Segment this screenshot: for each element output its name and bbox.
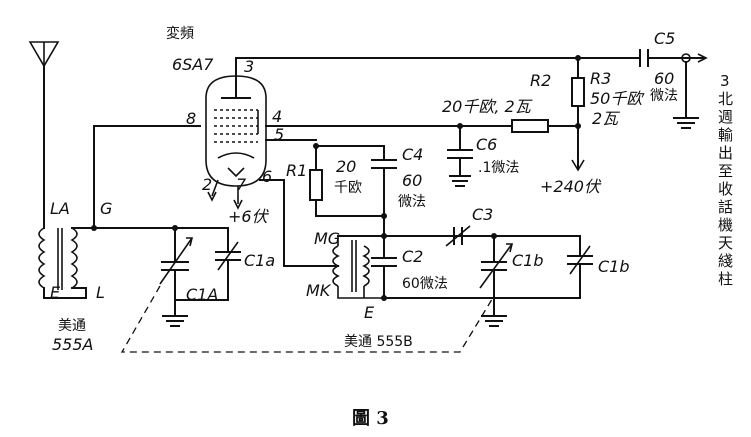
coil-g-label: G [100,199,112,218]
r3-power: 2瓦 [592,109,620,128]
ground-output-icon [673,117,699,129]
c2-name: C2 [402,247,423,266]
output-note-char: 綫 [718,252,733,270]
coil-555a-maker: 美通 [58,318,86,334]
c1A-label: C1A [186,285,218,304]
c4-name: C4 [402,145,423,164]
figure-caption: 圖 3 [352,408,389,429]
coil-l-label: L [96,283,105,302]
capacitor-c5 [639,49,708,119]
output-note: 3 北 週 輸 出 至 收 話 機 天 綫 柱 [718,72,733,288]
r1-value: 20 [336,157,356,176]
wire-cathode [259,179,339,267]
antenna-coil-555a [38,227,95,299]
coil-mk-label: MK [306,281,332,300]
output-note-char: 出 [718,144,733,162]
c4-value: 60 [402,171,422,190]
c6-name: C6 [476,135,497,154]
coil-e2-label: E [364,303,375,322]
resistor-r1 [309,145,385,217]
output-note-char: 天 [718,234,733,252]
ground-left-icon [162,315,188,327]
ground-middle-icon [481,315,507,327]
output-note-char: 機 [718,216,733,234]
pin-2-label: 2 [202,175,212,194]
output-note-char: 話 [718,198,733,216]
antenna-symbol [28,41,60,229]
b-plus-label: +240伏 [540,177,602,196]
r2-name: R2 [530,71,551,90]
gang-link [120,285,495,353]
capacitor-c3 [445,225,581,247]
c3-name: C3 [472,205,493,224]
capacitor-c4 [371,159,397,237]
resistor-r3 [571,57,585,172]
c5-unit: 微法 [650,88,678,104]
ground-c6-icon [449,175,471,187]
output-note-char: 收 [718,180,733,198]
coil-e-label: E [50,283,61,302]
output-note-char: 至 [718,162,733,180]
tube-type-label: 6SA7 [172,55,214,74]
capacitor-c1b-trimmer [567,235,593,299]
capacitor-c2 [371,235,397,299]
pin-7-label: 7 [236,175,247,194]
c1a-label: C1a [244,251,275,270]
r1-name: R1 [286,161,307,180]
r2-value: 20千欧, 2瓦 [442,97,533,116]
c1b-name: C1b [512,251,544,270]
capacitor-c1A [159,227,194,301]
pin-5-label: 5 [274,125,284,144]
c1b-trim-name: C1b [598,257,630,276]
c6-value: .1微法 [478,160,519,176]
heater-supply-label: +6伏 [228,207,270,226]
output-note-char: 柱 [718,270,733,288]
c5-name: C5 [654,29,675,48]
output-note-char: 輸 [718,126,733,144]
c2-value: 60微法 [402,276,448,292]
tube-role-label: 変頻 [166,25,194,42]
r3-value: 50千欧 [590,89,645,108]
resistor-r2 [459,119,579,133]
wire-grid-8 [93,125,201,229]
r1-unit: 千欧 [334,180,362,196]
coil-555a-model: 555A [52,335,93,354]
pin-4-label: 4 [272,107,282,126]
pin-6-label: 6 [262,167,272,186]
oscillator-coil-555b [332,236,384,299]
coil-mg-label: MG [314,229,340,248]
pin-3-label: 3 [244,57,254,76]
pin-8-label: 8 [186,109,196,128]
r3-name: R3 [590,69,611,88]
output-note-char: 3 [720,72,730,90]
capacitor-c6 [447,125,473,177]
coil-555b-label: 美通 555B [344,334,413,350]
capacitor-c1a-trimmer [174,227,241,301]
coil-la-label: LA [50,199,70,218]
capacitor-c1b [479,233,514,317]
output-note-char: 週 [718,108,733,126]
c5-value: 60 [654,69,674,88]
c4-unit: 微法 [398,194,426,210]
output-note-char: 北 [718,90,733,108]
